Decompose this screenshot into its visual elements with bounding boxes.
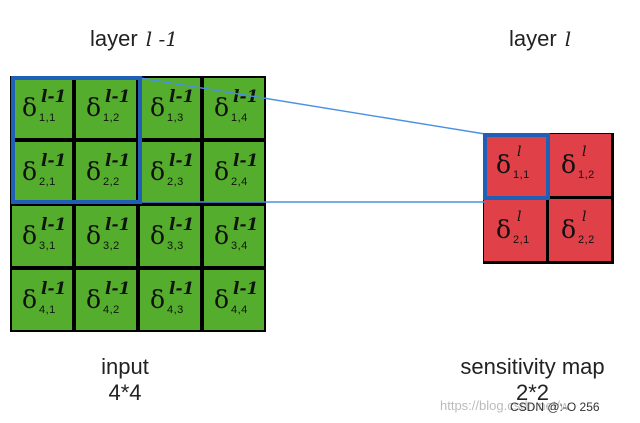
cell-index-subscript: 2,1 [39, 176, 56, 188]
layer-superscript: l-1 [105, 279, 131, 299]
delta-symbol: δ [214, 93, 230, 122]
delta-symbol: δ [214, 285, 230, 314]
layer-superscript: l-1 [41, 87, 67, 107]
layer-superscript: l-1 [169, 87, 195, 107]
delta-symbol: δ [86, 221, 102, 250]
cell-index-subscript: 1,2 [578, 169, 595, 181]
layer-superscript: l-1 [41, 151, 67, 171]
cell-index-subscript: 4,3 [167, 304, 184, 316]
cell-index-subscript: 3,2 [103, 240, 120, 252]
watermark: https://blog.csdn.net/w CSDN @:-O 256 [440, 398, 600, 414]
layer-superscript: l-1 [105, 215, 131, 235]
layer-superscript: l-1 [233, 215, 259, 235]
watermark-url: https://blog.csdn.net/w [440, 398, 570, 413]
cell-index-subscript: 4,4 [231, 304, 248, 316]
layer-superscript: l-1 [233, 87, 259, 107]
cell-index-subscript: 1,1 [513, 169, 530, 181]
layer-superscript: l-1 [41, 215, 67, 235]
cell-index-subscript: 4,1 [39, 304, 56, 316]
layer-superscript: l-1 [233, 151, 259, 171]
cell-index-subscript: 2,4 [231, 176, 248, 188]
input-caption-line2: 4*4 [108, 380, 142, 405]
map-caption-line1: sensitivity map [460, 354, 605, 379]
cell-index-subscript: 2,3 [167, 176, 184, 188]
layer-superscript: l [517, 144, 522, 160]
layer-superscript: l [582, 209, 587, 225]
delta-symbol: δ [22, 285, 38, 314]
map-caption: sensitivity map 2*2 [440, 354, 625, 406]
cell-index-subscript: 1,3 [167, 112, 184, 124]
layer-superscript: l-1 [105, 87, 131, 107]
cell-index-subscript: 3,3 [167, 240, 184, 252]
cell-index-subscript: 2,2 [578, 234, 595, 246]
left-layer-title-variable: l -1 [145, 27, 178, 51]
cell-index-subscript: 1,1 [39, 112, 56, 124]
layer-superscript: l-1 [169, 215, 195, 235]
delta-symbol: δ [214, 157, 230, 186]
cell-index-subscript: 1,2 [103, 112, 120, 124]
delta-symbol: δ [150, 93, 166, 122]
right-layer-title-variable: l [564, 27, 572, 51]
delta-symbol: δ [561, 215, 577, 244]
cell-index-subscript: 3,1 [39, 240, 56, 252]
layer-superscript: l-1 [105, 151, 131, 171]
cell-index-subscript: 4,2 [103, 304, 120, 316]
delta-symbol: δ [150, 157, 166, 186]
delta-symbol: δ [214, 221, 230, 250]
delta-symbol: δ [150, 285, 166, 314]
cell-index-subscript: 2,2 [103, 176, 120, 188]
delta-symbol: δ [86, 93, 102, 122]
layer-superscript: l [517, 209, 522, 225]
cell-index-subscript: 3,4 [231, 240, 248, 252]
layer-superscript: l [582, 144, 587, 160]
delta-symbol: δ [22, 157, 38, 186]
delta-symbol: δ [496, 150, 512, 179]
map-caption-line2: 2*2 [515, 380, 550, 405]
cell-index-subscript: 1,4 [231, 112, 248, 124]
delta-symbol: δ [86, 157, 102, 186]
layer-superscript: l-1 [233, 279, 259, 299]
delta-symbol: δ [561, 150, 577, 179]
delta-symbol: δ [86, 285, 102, 314]
layer-superscript: l-1 [41, 279, 67, 299]
delta-symbol: δ [22, 93, 38, 122]
left-layer-title-text: layer [90, 26, 138, 51]
watermark-handle: CSDN @:-O 256 [510, 400, 600, 414]
delta-symbol: δ [150, 221, 166, 250]
delta-symbol: δ [22, 221, 38, 250]
layer-superscript: l-1 [169, 151, 195, 171]
cell-index-subscript: 2,1 [513, 234, 530, 246]
input-caption: input 4*4 [70, 354, 180, 406]
input-caption-line1: input [101, 354, 149, 379]
left-layer-title: layer l -1 [90, 26, 178, 52]
right-layer-title-text: layer [509, 26, 557, 51]
layer-superscript: l-1 [169, 279, 195, 299]
delta-symbol: δ [496, 215, 512, 244]
